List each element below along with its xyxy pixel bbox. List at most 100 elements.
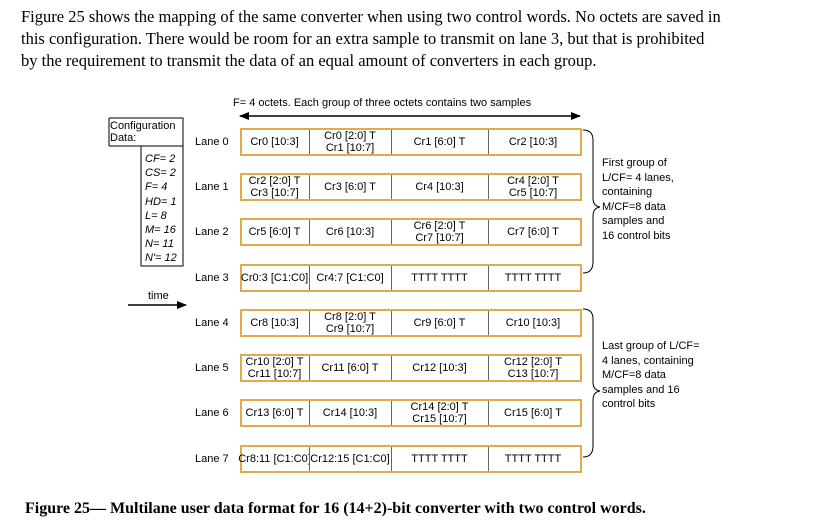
cell-separator xyxy=(309,130,310,154)
cell-separator xyxy=(391,266,392,290)
octet-cell: Cr9 [6:0] T xyxy=(391,311,488,335)
octet-cell: Cr4:7 [C1:C0] xyxy=(309,266,391,290)
cell-separator xyxy=(309,356,310,380)
octet-text: TTTT TTTT xyxy=(411,272,468,284)
cell-separator xyxy=(391,401,392,425)
cell-separator xyxy=(488,130,489,154)
cell-separator xyxy=(488,356,489,380)
octet-cell: TTTT TTTT xyxy=(488,266,578,290)
octet-cell: Cr8 [10:3] xyxy=(240,311,309,335)
note-line: M/CF=8 data xyxy=(602,200,666,213)
octet-text: Cr12 [10:3] xyxy=(412,362,467,374)
octet-cell: Cr15 [6:0] T xyxy=(488,401,578,425)
octet-text: Cr5 [10:7] xyxy=(508,187,558,199)
octet-cell: Cr12 [10:3] xyxy=(391,356,488,380)
cell-separator xyxy=(309,311,310,335)
note-line: L/CF= 4 lanes, xyxy=(602,171,674,184)
octet-text: Cr8:11 [C1:C0] xyxy=(238,453,311,465)
octet-cell: Cr5 [6:0] T xyxy=(240,220,309,244)
first-group-brace xyxy=(582,129,601,274)
octet-text: Cr15 [10:7] xyxy=(412,413,467,425)
octet-cell: Cr13 [6:0] T xyxy=(240,401,309,425)
octet-cell: Cr10 [10:3] xyxy=(488,311,578,335)
octet-text: Cr3 [6:0] T xyxy=(324,181,376,193)
cell-separator xyxy=(309,447,310,471)
body-paragraph: Figure 25 shows the mapping of the same … xyxy=(21,6,821,72)
octet-cell: Cr7 [6:0] T xyxy=(488,220,578,244)
note-line: Last group of L/CF= xyxy=(602,340,700,352)
config-param: M= 16 xyxy=(145,224,176,236)
cell-separator xyxy=(309,401,310,425)
paragraph-line: by the requirement to transmit the data … xyxy=(21,51,597,70)
cell-separator xyxy=(488,401,489,425)
config-param: F= 4 xyxy=(145,181,168,194)
octet-cell: Cr3 [6:0] T xyxy=(309,175,391,199)
octet-text: Cr12:15 [C1:C0] xyxy=(310,453,390,465)
octet-text: TTTT TTTT xyxy=(504,453,562,465)
config-title-line1: Configuration xyxy=(110,120,176,132)
octet-cell: Cr14 [10:3] xyxy=(309,401,391,425)
octet-cell: Cr1 [6:0] T xyxy=(391,130,488,154)
cell-separator xyxy=(391,130,392,154)
octet-cell: TTTT TTTT xyxy=(391,447,488,471)
octet-cell: Cr2 [10:3] xyxy=(488,130,578,154)
octet-text: Cr1 [6:0] T xyxy=(413,136,466,148)
lane-label: Lane 1 xyxy=(195,181,229,193)
cell-separator xyxy=(391,356,392,380)
lane-label: Lane 3 xyxy=(195,272,229,284)
octet-text: Cr9 [10:7] xyxy=(325,323,375,335)
cell-separator xyxy=(391,447,392,471)
config-param: CS= 2 xyxy=(145,167,176,180)
octet-text: Cr4:7 [C1:C0] xyxy=(316,272,384,284)
cell-separator xyxy=(488,266,489,290)
octet-text: Cr10 [10:3] xyxy=(505,317,561,329)
cell-separator xyxy=(488,311,489,335)
octet-text: Cr6 [2:0] T xyxy=(413,220,466,232)
config-param: L= 8 xyxy=(145,209,167,222)
octet-text: Cr11 [6:0] T xyxy=(321,362,379,374)
octet-text: Cr10 [2:0] T xyxy=(245,356,304,368)
paragraph-line: this configuration. There would be room … xyxy=(21,29,705,48)
time-label: time xyxy=(148,290,169,302)
octet-text: Cr14 [10:3] xyxy=(322,407,378,419)
cell-separator xyxy=(488,220,489,244)
config-param: CF= 2 xyxy=(145,153,176,165)
paragraph-line: Figure 25 shows the mapping of the same … xyxy=(21,7,721,26)
octet-text: Cr7 [6:0] T xyxy=(507,226,559,238)
lane-row: Cr0:3 [C1:C0] Cr4:7 [C1:C0] TTTT TTTT TTTT … xyxy=(240,264,582,292)
note-line: First group of xyxy=(602,157,667,169)
cell-separator xyxy=(391,311,392,335)
octet-cell: Cr0:3 [C1:C0] xyxy=(240,266,309,290)
octet-text: TTTT TTTT xyxy=(504,272,562,284)
octet-text: Cr3 [10:7] xyxy=(250,187,299,199)
lane-label: Lane 0 xyxy=(195,136,229,148)
octet-text: Cr0 [10:3] xyxy=(250,136,299,148)
config-box xyxy=(140,145,184,267)
octet-text: Cr7 [10:7] xyxy=(415,232,464,244)
octet-text: Cr13 [6:0] T xyxy=(245,407,304,419)
cell-separator xyxy=(488,447,489,471)
octet-cell: Cr12:15 [C1:C0] xyxy=(309,447,391,471)
figure-caption: Figure 25— Multilane user data format fo… xyxy=(25,500,646,517)
octet-text: Cr1 [10:7] xyxy=(325,142,375,154)
last-group-brace xyxy=(582,308,601,458)
note-line: 4 lanes, containing xyxy=(602,354,694,367)
config-title-box xyxy=(109,117,184,146)
octet-text: Cr11 [10:7] xyxy=(247,368,302,380)
cell-separator xyxy=(391,175,392,199)
lane-label: Lane 7 xyxy=(195,453,229,465)
